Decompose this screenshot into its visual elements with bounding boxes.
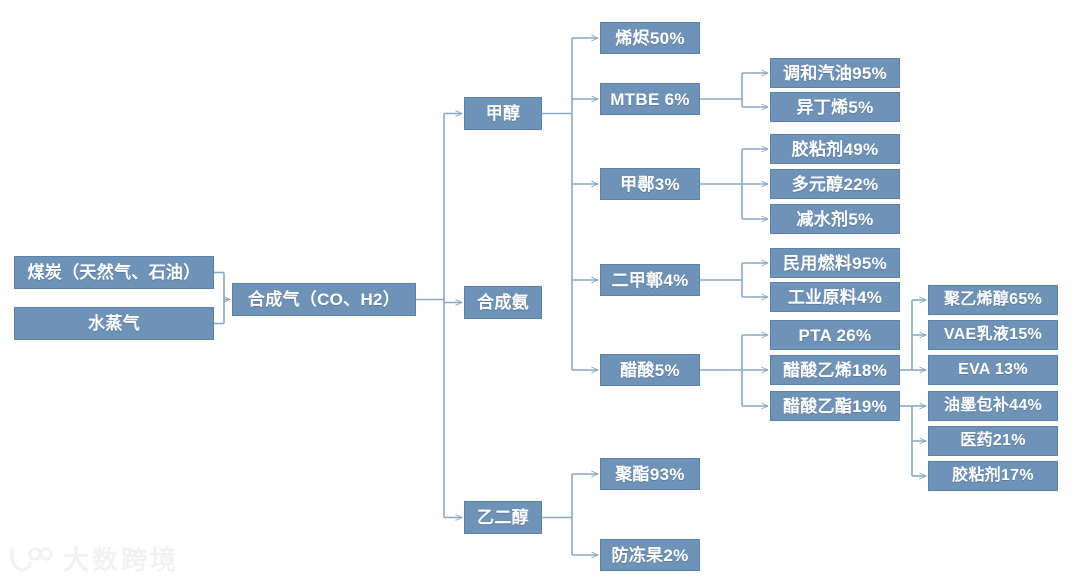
node-pharma[interactable]: 医药21% <box>928 426 1058 456</box>
node-isobutene[interactable]: 异丁烯5% <box>770 92 900 122</box>
node-industrial-material[interactable]: 工业原料4% <box>770 282 900 312</box>
node-vae[interactable]: VAE乳液15% <box>928 320 1058 350</box>
node-formaldehyde[interactable]: 甲鄩3% <box>600 168 700 200</box>
node-ammonia[interactable]: 合成氨 <box>464 286 542 319</box>
node-ink-packaging[interactable]: 油墨包补44% <box>928 391 1058 421</box>
node-adhesive49[interactable]: 胶粘剂49% <box>770 134 900 164</box>
node-blend-gasoline[interactable]: 调和汽油95% <box>770 58 900 88</box>
node-polyester[interactable]: 聚酯93% <box>600 458 700 490</box>
node-antifreeze[interactable]: 防冻杲2% <box>600 539 700 571</box>
watermark-text: 大数跨境 <box>63 545 180 575</box>
node-polyol[interactable]: 多元醇22% <box>770 169 900 199</box>
node-mtbe[interactable]: MTBE 6% <box>600 83 700 115</box>
watermark: 大数跨境 <box>8 540 179 580</box>
node-water-reducer[interactable]: 减水剂5% <box>770 204 900 234</box>
node-civil-fuel[interactable]: 民用燃料95% <box>770 248 900 278</box>
node-adhesive17[interactable]: 胶粘剂17% <box>928 461 1058 491</box>
node-acetic-acid[interactable]: 醋酸5% <box>600 354 700 386</box>
node-pva[interactable]: 聚乙烯醇65% <box>928 285 1058 315</box>
node-pta[interactable]: PTA 26% <box>770 320 900 350</box>
node-olefin[interactable]: 烯烬50% <box>600 22 700 54</box>
node-ethyl-acetate[interactable]: 醋酸乙酯19% <box>770 391 900 421</box>
node-eva[interactable]: EVA 13% <box>928 355 1058 385</box>
node-ethylene-glycol[interactable]: 乙二醇 <box>464 501 542 534</box>
node-methanol[interactable]: 甲醇 <box>464 97 542 130</box>
watermark-logo-icon <box>9 547 53 572</box>
node-syngas[interactable]: 合成气（CO、H2） <box>232 283 416 316</box>
node-dme[interactable]: 二甲鄣4% <box>600 264 700 296</box>
node-steam[interactable]: 水蒸气 <box>14 307 214 340</box>
node-coal[interactable]: 煤炭（天然气、石油） <box>14 256 214 289</box>
node-vinyl-acetate[interactable]: 醋酸乙烯18% <box>770 355 900 385</box>
